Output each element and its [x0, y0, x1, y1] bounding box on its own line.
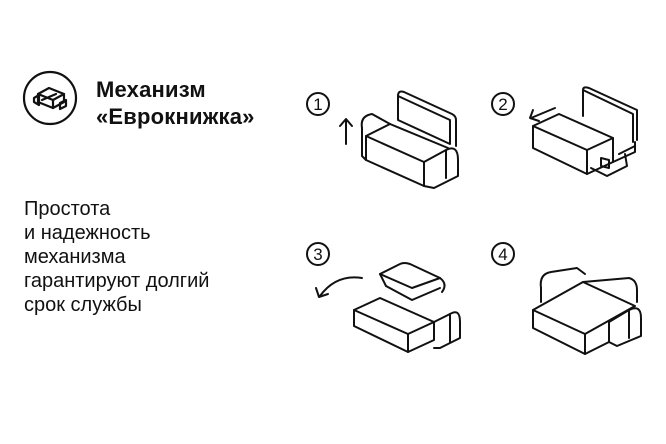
step-1: 1	[300, 80, 480, 210]
step-1-number-badge	[307, 93, 329, 115]
step-2-number-badge	[492, 93, 514, 115]
arrow-left-icon	[530, 108, 555, 121]
sofa-logo-icon	[22, 70, 78, 126]
arrow-up-icon	[340, 119, 352, 144]
sofa-back-lowering-icon	[354, 263, 460, 352]
step-2: 2	[485, 80, 665, 210]
step-3-number-badge	[307, 243, 329, 265]
step-2-number: 2	[498, 95, 507, 114]
page-title: Механизм «Еврокнижка»	[96, 77, 255, 129]
step-4-number-badge	[492, 243, 514, 265]
sofa-bed-icon	[533, 268, 641, 354]
description-text: Простота и надежность механизма гарантир…	[24, 198, 210, 316]
step-4: 4	[485, 238, 665, 368]
curved-arrow-icon	[316, 277, 362, 297]
step-1-number: 1	[313, 95, 322, 114]
sofa-seat-pulled-icon	[533, 87, 637, 176]
step-4-number: 4	[498, 245, 507, 264]
sofa-folded-icon	[362, 92, 458, 189]
step-3-number: 3	[313, 245, 322, 264]
step-3: 3	[300, 238, 480, 368]
